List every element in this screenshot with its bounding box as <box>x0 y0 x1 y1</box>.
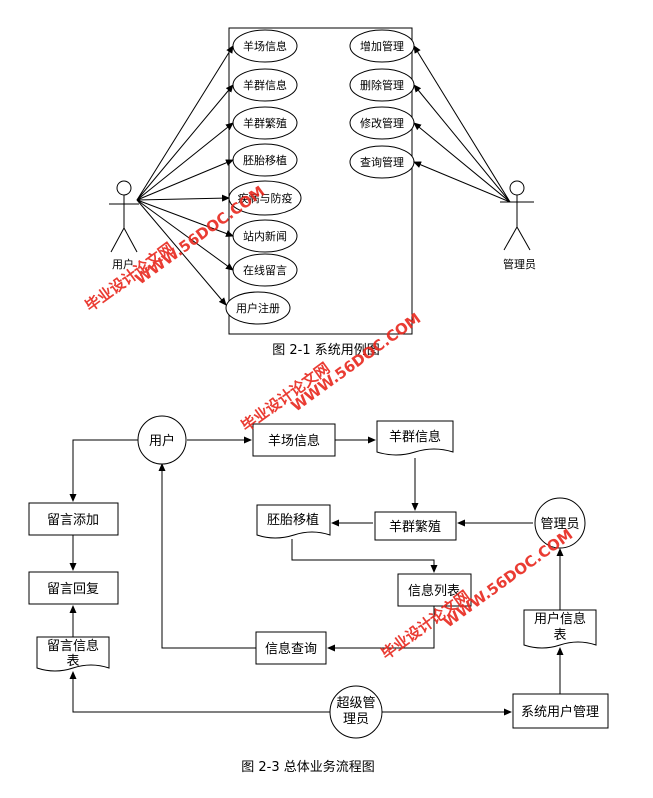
usecase-label: 删除管理 <box>360 78 404 92</box>
usecase-label: 羊群繁殖 <box>243 116 287 130</box>
node-label: 系统用户管理 <box>521 704 599 720</box>
flow-info-query-node[interactable]: 信息查询 <box>255 631 327 665</box>
flow-liuyan-reply-node[interactable]: 留言回复 <box>28 571 119 605</box>
node-label: 羊群信息 <box>389 429 441 445</box>
flow-admin-node[interactable]: 管理员 <box>534 497 586 549</box>
usecase-label: 用户注册 <box>236 301 280 315</box>
usecase-caption: 图 2-1 系统用例图 <box>272 343 380 358</box>
node-label: 信息查询 <box>265 641 317 657</box>
usecase-label: 增加管理 <box>360 39 404 53</box>
flow-info-list-node[interactable]: 信息列表 <box>397 573 472 607</box>
flow-yangchang-node[interactable]: 羊场信息 <box>252 423 336 457</box>
usecase-label: 站内新闻 <box>243 229 287 243</box>
admin-usecase-4[interactable]: 查询管理 <box>349 145 415 179</box>
node-label: 用户信息 <box>534 611 586 627</box>
usecase-label: 疾病与防疫 <box>238 191 293 205</box>
usecase-label: 在线留言 <box>243 263 287 277</box>
node-label: 理员 <box>343 712 369 727</box>
node-label: 留言信息 <box>47 638 99 654</box>
watermark-line2: WWW.56DOC.COM <box>288 309 424 415</box>
flow-peitai-node[interactable]: 胚胎移植 <box>256 504 331 539</box>
usecase-label: 胚胎移植 <box>243 153 287 167</box>
flow-diagram: 用户 羊场信息 羊群信息 留言添加 胚胎移植 羊群繁殖 <box>28 415 609 775</box>
node-label: 信息列表 <box>408 583 460 599</box>
user-usecase-2[interactable]: 羊群信息 <box>232 68 298 102</box>
user-association-arrows <box>136 45 234 306</box>
flow-yangqun-node[interactable]: 羊群信息 <box>376 420 454 456</box>
flow-fanzhi-node[interactable]: 羊群繁殖 <box>374 511 457 541</box>
flow-sys-user-mgmt-node[interactable]: 系统用户管理 <box>512 693 609 729</box>
user-usecase-8[interactable]: 用户注册 <box>225 291 291 325</box>
node-label: 胚胎移植 <box>267 513 319 528</box>
node-label: 羊群繁殖 <box>389 519 441 535</box>
node-label: 管理员 <box>540 517 579 532</box>
system-boundary <box>228 27 413 335</box>
user-actor-label: 用户 <box>112 257 134 271</box>
flow-caption: 图 2-3 总体业务流程图 <box>241 759 375 775</box>
flow-user-node[interactable]: 用户 <box>137 415 187 465</box>
usecase-diagram: 用户 管理员 羊场信息 羊群信息 羊群繁殖 胚胎移植 疾病 <box>109 27 536 358</box>
flow-connectors <box>69 436 564 716</box>
user-usecase-5[interactable]: 疾病与防疫 <box>228 180 302 216</box>
admin-actor-figure <box>500 180 534 251</box>
node-label: 留言添加 <box>47 513 99 528</box>
flow-user-info-table-node[interactable]: 用户信息 表 <box>523 609 597 649</box>
user-usecase-7[interactable]: 在线留言 <box>232 253 298 287</box>
node-label: 超级管 <box>336 696 375 711</box>
user-usecase-6[interactable]: 站内新闻 <box>232 219 298 253</box>
usecase-label: 羊群信息 <box>243 78 287 92</box>
flow-liuyan-add-node[interactable]: 留言添加 <box>28 502 119 536</box>
user-actor-figure <box>109 180 139 253</box>
flow-liuyan-info-table-node[interactable]: 留言信息 表 <box>36 636 110 672</box>
admin-association-arrows <box>413 45 511 203</box>
node-label: 留言回复 <box>47 582 99 597</box>
admin-usecase-1[interactable]: 增加管理 <box>349 29 415 63</box>
user-usecase-1[interactable]: 羊场信息 <box>232 29 298 63</box>
node-label: 表 <box>553 628 566 643</box>
usecase-label: 修改管理 <box>360 116 404 130</box>
admin-actor-label: 管理员 <box>503 257 536 271</box>
node-label: 用户 <box>149 433 175 449</box>
admin-usecase-2[interactable]: 删除管理 <box>349 68 415 102</box>
watermark-stamp: WWW.56DOC.COM <box>288 309 424 415</box>
usecase-label: 羊场信息 <box>243 39 287 53</box>
user-usecase-4[interactable]: 胚胎移植 <box>232 143 298 177</box>
admin-usecase-3[interactable]: 修改管理 <box>349 106 415 140</box>
node-label: 羊场信息 <box>268 433 320 449</box>
usecase-label: 查询管理 <box>360 155 404 169</box>
node-label: 表 <box>66 654 79 669</box>
flow-super-admin-node[interactable]: 超级管 理员 <box>329 685 383 739</box>
user-usecase-3[interactable]: 羊群繁殖 <box>232 106 298 140</box>
